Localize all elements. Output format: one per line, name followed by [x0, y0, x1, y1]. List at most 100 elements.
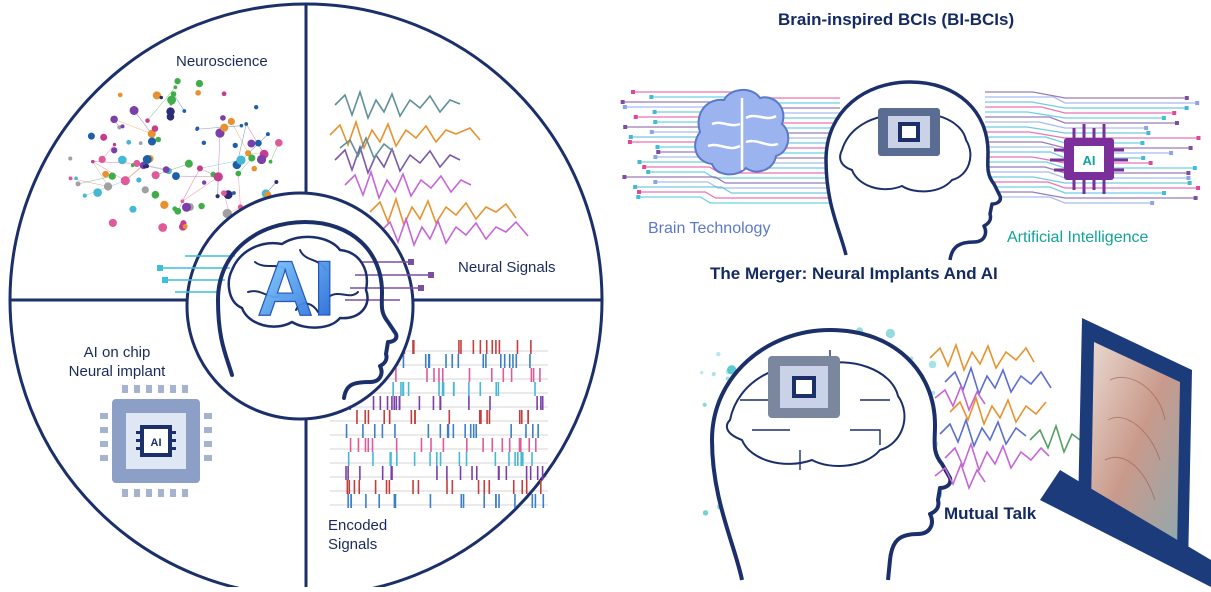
network-node	[248, 155, 255, 162]
signal-wave	[370, 199, 516, 225]
network-node	[76, 181, 81, 186]
circuit-pad	[1196, 186, 1200, 190]
network-node	[155, 137, 161, 143]
network-node	[152, 171, 160, 179]
circuit-pad	[649, 95, 653, 99]
network-node	[109, 173, 116, 180]
network-node	[221, 190, 227, 196]
network-node	[120, 124, 124, 128]
circuit-pad	[1196, 136, 1200, 140]
circuit-pad	[646, 170, 650, 174]
merger-panel	[700, 318, 1211, 587]
network-node	[240, 124, 244, 128]
network-node	[274, 180, 278, 184]
network-node	[88, 133, 95, 140]
glow-dot	[929, 361, 937, 369]
signal-wave	[1030, 426, 1080, 452]
glow-dot	[700, 371, 703, 374]
network-edge	[218, 133, 220, 177]
network-node	[220, 115, 226, 121]
network-node	[183, 224, 188, 229]
network-node	[232, 191, 236, 195]
circuit-pad	[633, 185, 637, 189]
network-node	[235, 171, 241, 177]
network-node	[174, 78, 180, 84]
network-node	[167, 96, 176, 105]
signal-wave	[380, 219, 528, 245]
laptop-icon	[1040, 318, 1211, 587]
left-diagram: AI AI	[10, 4, 602, 587]
bottom-signal-waves	[930, 345, 1080, 488]
signal-wave	[945, 368, 1051, 394]
glow-dot	[886, 329, 895, 338]
network-node	[198, 203, 204, 209]
quadrant-label-encoded-signals: Encoded Signals	[328, 516, 387, 554]
circuit-pad	[1162, 191, 1166, 195]
network-node	[222, 91, 227, 96]
network-node	[251, 166, 257, 172]
circuit-pad	[656, 150, 660, 154]
network-node	[185, 160, 193, 168]
glow-dot	[703, 510, 708, 515]
circuit-pad	[653, 120, 657, 124]
circuit-pad	[623, 125, 627, 129]
network-node	[109, 219, 117, 227]
network-node	[121, 176, 130, 185]
network-node	[68, 157, 72, 161]
artificial-intelligence-caption: Artificial Intelligence	[1007, 229, 1148, 247]
network-node	[196, 127, 200, 131]
circuit-pad	[1162, 116, 1166, 120]
brain-technology-caption: Brain Technology	[648, 220, 770, 238]
network-node	[158, 223, 167, 232]
ai-chip-icon: AI	[100, 385, 212, 497]
signal-wave	[335, 92, 460, 118]
network-node	[99, 156, 106, 163]
network-node	[216, 194, 220, 198]
circuit-pad	[623, 105, 627, 109]
network-edge	[182, 168, 200, 201]
circuit-pad	[629, 135, 633, 139]
circuit-pad	[1186, 171, 1190, 175]
network-node	[236, 155, 245, 164]
network-edge	[182, 177, 218, 201]
network-node	[148, 137, 156, 145]
top-head-icon	[826, 82, 1000, 260]
circuit-pad	[1194, 196, 1198, 200]
circuit-pad	[637, 190, 641, 194]
network-node	[110, 116, 117, 123]
network-node	[111, 147, 117, 153]
circuit-pad	[1188, 181, 1192, 185]
network-node	[159, 96, 163, 100]
network-node	[102, 171, 109, 178]
network-node	[266, 132, 270, 136]
network-node	[129, 206, 136, 213]
network-node	[143, 155, 152, 164]
network-node	[163, 166, 170, 173]
encoded-signals-line1: Encoded	[328, 516, 387, 535]
circuit-pad	[634, 115, 638, 119]
network-node	[83, 194, 87, 198]
network-node	[130, 106, 139, 115]
network-node	[182, 203, 191, 212]
circuit-pad	[1140, 141, 1144, 145]
circuit-pad	[1185, 106, 1189, 110]
encoded-signals-line2: Signals	[328, 535, 387, 554]
circuit-pad	[1172, 111, 1176, 115]
network-node	[214, 172, 223, 181]
network-node	[160, 201, 168, 209]
circuit-pad	[1193, 166, 1197, 170]
chip-ai-text: AI	[1083, 153, 1096, 168]
network-node	[139, 141, 143, 145]
network-node	[145, 118, 150, 123]
network-node	[196, 80, 203, 87]
circuit-pad	[628, 140, 632, 144]
quadrant-label-neural-signals: Neural Signals	[458, 258, 556, 277]
circuit-pad	[1146, 131, 1150, 135]
circuit-pad	[636, 195, 640, 199]
circuit-pad	[1195, 101, 1199, 105]
network-node	[93, 188, 102, 197]
ai-on-chip-line1: AI on chip	[52, 343, 182, 362]
network-node	[275, 139, 283, 147]
